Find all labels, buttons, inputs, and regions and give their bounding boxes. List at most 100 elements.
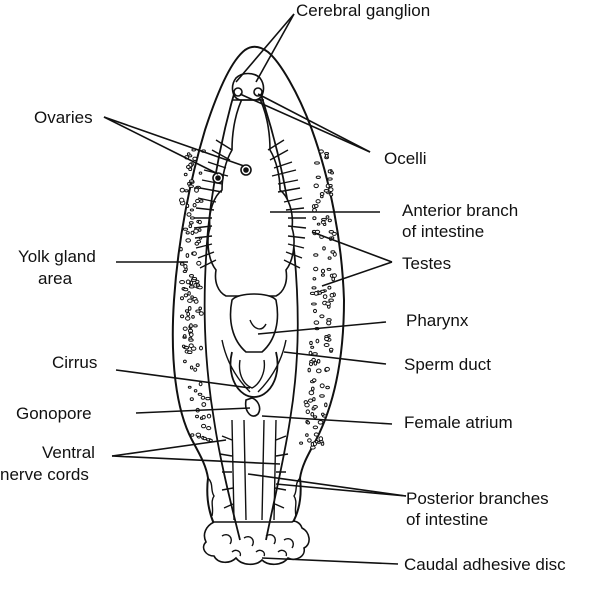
yolk-gland-dot — [299, 441, 304, 445]
yolk-gland-dot — [190, 433, 195, 437]
yolk-gland-dot — [324, 402, 328, 408]
yolk-gland-dot — [189, 397, 194, 402]
label-caudal-disc: Caudal adhesive disc — [404, 555, 566, 574]
yolk-gland-dot — [179, 197, 185, 203]
yolk-gland-dot — [313, 415, 318, 419]
yolk-gland-dot — [322, 294, 328, 300]
yolk-gland-dot — [199, 345, 203, 351]
yolk-gland-dot — [192, 251, 197, 256]
yolk-gland-dot — [308, 390, 315, 396]
yolk-gland-dot — [195, 283, 201, 287]
yolk-gland-dot — [328, 184, 333, 188]
yolk-gland-dot — [179, 187, 185, 193]
posterior-intestine-branches — [219, 419, 289, 521]
yolk-gland-dot — [332, 273, 337, 278]
yolk-gland-dot — [185, 279, 191, 285]
yolk-gland-dot — [182, 227, 189, 231]
yolk-gland-dot — [183, 264, 188, 269]
yolk-gland-dot — [312, 425, 319, 430]
yolk-gland-dot — [184, 189, 189, 193]
yolk-gland-dot — [306, 421, 311, 425]
label-yolk-gland-line2: area — [38, 269, 73, 288]
yolk-gland-dot — [327, 218, 332, 223]
yolk-gland-dot — [328, 230, 334, 234]
yolk-gland-dot — [312, 277, 317, 281]
yolk-gland-dot — [325, 301, 331, 306]
yolk-gland-dot — [186, 311, 191, 317]
caudal-adhesive-disc — [202, 520, 310, 566]
yolk-gland-dot — [188, 285, 195, 289]
yolk-gland-dot — [193, 367, 198, 372]
yolk-gland-dot — [196, 260, 202, 266]
yolk-gland-dot — [195, 432, 202, 437]
anterior-intestine — [193, 90, 307, 297]
yolk-gland-dot — [313, 253, 319, 257]
yolk-gland-dot — [314, 204, 319, 208]
yolk-gland-dot — [198, 311, 204, 316]
yolk-gland-dot — [183, 293, 189, 298]
yolk-gland-dot — [305, 433, 309, 437]
yolk-gland-dot — [200, 395, 206, 400]
yolk-gland-dot — [189, 365, 194, 370]
yolk-gland-dot — [313, 320, 320, 325]
yolk-gland-dot — [313, 266, 319, 272]
yolk-gland-dot — [188, 338, 194, 342]
yolk-gland-dot — [316, 368, 322, 374]
yolk-gland-dot — [320, 195, 324, 199]
yolk-gland-dot — [186, 152, 191, 156]
yolk-gland-dot — [179, 262, 185, 266]
yolk-gland-dot — [197, 392, 203, 396]
yolk-gland-dot — [179, 280, 186, 285]
reproductive-organs — [221, 339, 287, 417]
yolk-gland-dot — [324, 366, 330, 372]
yolk-gland-dot — [189, 280, 194, 286]
yolk-gland-dot — [323, 343, 330, 347]
yolk-gland-dot — [192, 156, 198, 162]
posterior-stalk — [207, 477, 301, 517]
yolk-gland-dot — [310, 345, 315, 349]
yolk-gland-dot — [316, 222, 321, 226]
yolk-gland-dot — [314, 161, 320, 165]
yolk-gland-dot — [201, 423, 207, 429]
yolk-gland-dot — [313, 432, 319, 437]
yolk-gland-dot — [328, 187, 334, 193]
yolk-gland-dot — [179, 247, 183, 252]
yolk-gland-dot — [201, 402, 207, 407]
yolk-gland-dot — [195, 414, 199, 419]
label-ovaries: Ovaries — [34, 108, 93, 127]
label-ventral-nerve-line1: Ventral — [42, 443, 95, 462]
yolk-gland-dot — [330, 171, 335, 175]
ocellus-right — [253, 87, 263, 97]
label-cirrus: Cirrus — [52, 353, 97, 372]
label-yolk-gland-line1: Yolk gland — [18, 247, 96, 266]
yolk-gland-dot — [201, 415, 206, 420]
yolk-gland-dot — [189, 274, 194, 278]
yolk-gland-dot — [187, 350, 193, 355]
yolk-gland-dot — [311, 386, 315, 391]
yolk-gland-dot — [320, 220, 326, 225]
yolk-gland-dot — [186, 212, 192, 217]
yolk-gland-dot — [193, 228, 199, 234]
yolk-gland-dot — [206, 426, 212, 431]
yolk-gland-dot — [327, 169, 332, 174]
yolk-gland-dot — [324, 336, 330, 342]
yolk-gland-dot — [185, 231, 190, 235]
yolk-gland-dot — [312, 397, 316, 402]
yolk-gland-dot — [327, 256, 332, 260]
yolk-gland-dot — [312, 405, 318, 409]
yolk-gland-dot — [192, 203, 197, 208]
yolk-gland-dot — [329, 293, 335, 298]
label-anterior-branch-line2: of intestine — [402, 222, 484, 241]
label-ventral-nerve-line2: nerve cords — [0, 465, 89, 484]
yolk-gland-dot — [320, 268, 326, 274]
ventral-nerve-cords — [203, 79, 299, 541]
yolk-gland-dot — [323, 189, 330, 193]
yolk-gland-dot — [190, 295, 194, 299]
yolk-gland-dot — [321, 412, 325, 416]
label-gonopore: Gonopore — [16, 404, 92, 423]
yolk-gland-dot — [185, 203, 190, 208]
yolk-gland-dot — [307, 438, 312, 443]
yolk-gland-dot — [180, 296, 184, 301]
yolk-gland-dot — [183, 287, 189, 292]
